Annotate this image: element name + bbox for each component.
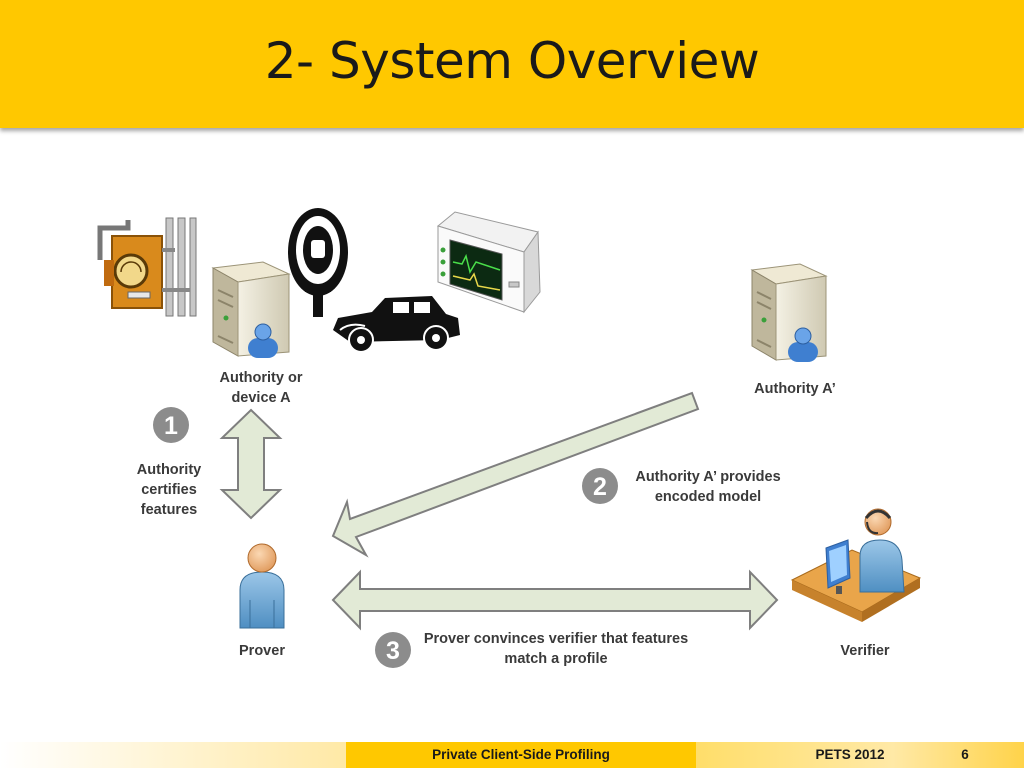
step-1-text: Authority certifies features xyxy=(136,462,202,518)
footer-title: Private Client-Side Profiling xyxy=(432,747,610,762)
server-icon xyxy=(750,263,828,362)
arrow-model-to-prover xyxy=(331,391,700,558)
step-1-badge: 1 xyxy=(153,407,189,443)
server-icon xyxy=(211,261,291,358)
authority-a-label: Authority or device A xyxy=(219,370,303,406)
svg-text:2: 2 xyxy=(593,473,607,501)
svg-text:3: 3 xyxy=(386,637,400,665)
double-arrow-vertical xyxy=(219,408,283,520)
title-bar: 2- System Overview xyxy=(0,0,1024,128)
footer-page-number: 6 xyxy=(961,747,969,762)
svg-text:1: 1 xyxy=(164,412,178,440)
double-arrow-horizontal xyxy=(331,569,779,631)
vintage-car-icon xyxy=(333,296,460,353)
person-icon xyxy=(239,543,285,629)
step-3-badge: 3 xyxy=(375,632,411,668)
footer-bar: Private Client-Side Profiling PETS 2012 … xyxy=(0,742,1024,768)
prover-label: Prover xyxy=(239,643,285,659)
step-3-text: Prover convinces verifier that features … xyxy=(423,631,689,667)
operator-icon xyxy=(790,508,922,622)
step-2-text: Authority A’ provides encoded model xyxy=(635,469,781,505)
parking-meter-icon xyxy=(288,208,348,317)
utility-meter-icon xyxy=(97,217,197,317)
verifier-label: Verifier xyxy=(840,643,890,659)
authority-a-prime-label: Authority A’ xyxy=(754,381,836,397)
slide-title: 2- System Overview xyxy=(264,32,760,90)
footer-event: PETS 2012 xyxy=(815,747,885,762)
step-2-badge: 2 xyxy=(582,468,618,504)
medical-monitor-icon xyxy=(436,211,541,314)
